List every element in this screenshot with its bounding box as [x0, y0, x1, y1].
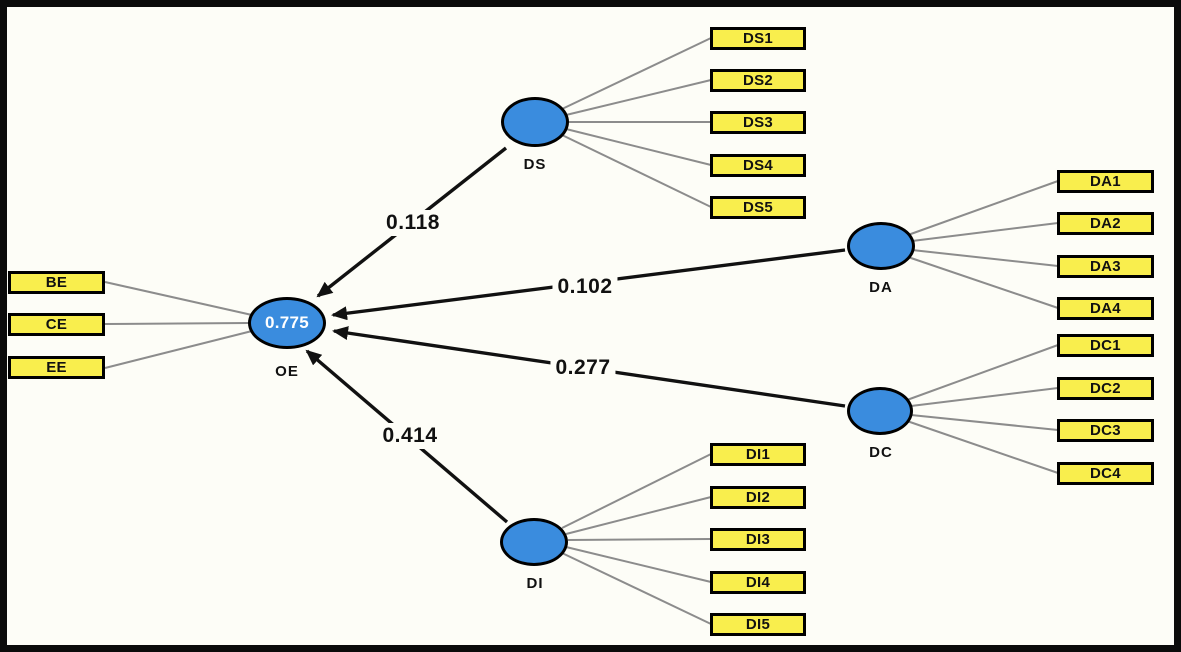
measurement-line-ds-ds5	[561, 134, 712, 208]
indicator-ce: CE	[8, 313, 105, 336]
measurement-line-dc-dc4	[906, 420, 1059, 474]
indicator-ds1: DS1	[710, 27, 806, 50]
measurement-line-oe-ee	[104, 330, 253, 369]
path-coefficient-da-oe: 0.102	[552, 274, 618, 300]
measurement-line-ds-ds2	[565, 79, 712, 116]
latent-label-dc: DC	[869, 444, 893, 461]
indicator-di1: DI1	[710, 443, 806, 466]
measurement-line-da-da4	[907, 256, 1059, 309]
latent-node-ds	[501, 97, 569, 147]
indicator-dc2: DC2	[1057, 377, 1154, 400]
indicator-da3: DA3	[1057, 255, 1154, 278]
measurement-line-ds-ds4	[565, 128, 712, 166]
latent-node-oe: 0.775	[248, 297, 326, 349]
indicator-di3: DI3	[710, 528, 806, 551]
indicator-di4: DI4	[710, 571, 806, 594]
measurement-line-di-di2	[565, 496, 712, 535]
measurement-line-da-da3	[911, 249, 1059, 267]
measurement-line-di-di3	[567, 538, 712, 541]
indicator-dc3: DC3	[1057, 419, 1154, 442]
indicator-ds2: DS2	[710, 69, 806, 92]
measurement-line-da-da1	[907, 180, 1059, 236]
measurement-line-di-di4	[565, 546, 712, 583]
indicator-ds5: DS5	[710, 196, 806, 219]
latent-label-ds: DS	[523, 156, 547, 173]
indicator-be: BE	[8, 271, 105, 294]
indicator-da1: DA1	[1057, 170, 1154, 193]
latent-label-da: DA	[869, 279, 893, 296]
path-coefficient-di-oe: 0.414	[377, 423, 443, 449]
measurement-line-di-di5	[561, 552, 712, 625]
measurement-line-da-da2	[911, 222, 1059, 242]
indicator-dc1: DC1	[1057, 334, 1154, 357]
indicator-da4: DA4	[1057, 297, 1154, 320]
measurement-line-dc-dc2	[910, 387, 1059, 407]
indicator-ee: EE	[8, 356, 105, 379]
latent-label-di: DI	[526, 575, 544, 592]
path-coefficient-dc-oe: 0.277	[550, 355, 616, 381]
indicator-da2: DA2	[1057, 212, 1154, 235]
indicator-ds3: DS3	[710, 111, 806, 134]
latent-node-di	[500, 518, 568, 566]
indicator-dc4: DC4	[1057, 462, 1154, 485]
measurement-line-dc-dc3	[910, 414, 1059, 431]
measurement-line-oe-ce	[104, 322, 250, 325]
measurement-line-di-di1	[561, 453, 712, 529]
latent-label-oe: OE	[275, 363, 299, 380]
latent-node-da	[847, 222, 915, 270]
measurement-line-oe-be	[104, 281, 253, 316]
measurement-line-dc-dc1	[906, 344, 1059, 401]
indicator-di2: DI2	[710, 486, 806, 509]
indicator-di5: DI5	[710, 613, 806, 636]
latent-oe-r-squared: 0.775	[264, 313, 310, 332]
path-coefficient-ds-oe: 0.118	[381, 210, 445, 236]
indicator-ds4: DS4	[710, 154, 806, 177]
latent-node-dc	[847, 387, 913, 435]
measurement-line-ds-ds1	[561, 37, 712, 110]
